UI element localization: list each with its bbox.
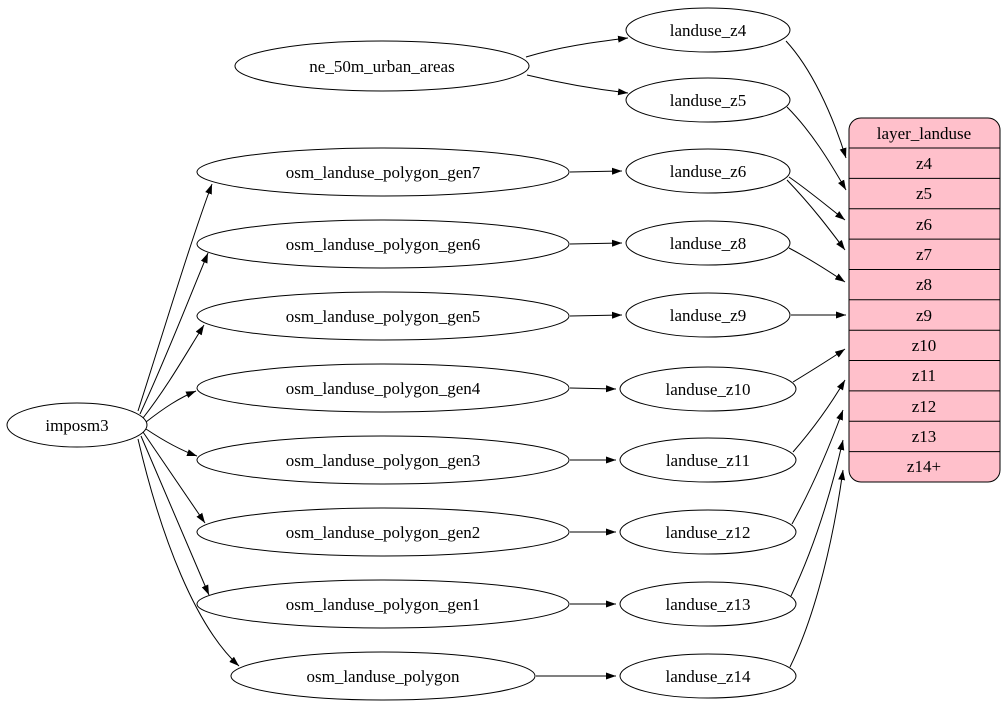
node-ellipse <box>619 509 797 555</box>
edge-imposm3-gen2 <box>142 431 206 524</box>
edge-ne50m-landuse-z5 <box>526 74 629 96</box>
node-osm-landuse-polygon-gen2: osm_landuse_polygon_gen2 <box>196 507 570 557</box>
edge-imposm3-gen6 <box>139 252 209 415</box>
edge-landuse-z6-row-z6 <box>788 176 846 221</box>
node-osm-landuse-polygon-gen6: osm_landuse_polygon_gen6 <box>196 219 570 269</box>
edge-landuse-z13-row-z13 <box>790 439 845 597</box>
node-landuse-z11: landuse_z11 <box>619 437 797 483</box>
node-label: osm_landuse_polygon_gen6 <box>286 235 481 254</box>
table-row-z10: z10 <box>912 336 937 355</box>
edge-gen6-landuse-z8 <box>569 239 623 247</box>
node-landuse-z4: landuse_z4 <box>625 7 791 53</box>
node-ellipse <box>196 147 570 197</box>
node-label: landuse_z11 <box>666 451 750 470</box>
node-landuse-z14: landuse_z14 <box>619 653 797 699</box>
table-row-z9: z9 <box>916 306 932 325</box>
node-ellipse <box>196 507 570 557</box>
node-label: landuse_z10 <box>666 380 751 399</box>
node-label: landuse_z4 <box>670 21 747 40</box>
node-label: landuse_z9 <box>670 306 746 325</box>
edges-layer <box>137 35 847 680</box>
edge-gen4-landuse-z10 <box>569 385 617 393</box>
table-title: layer_landuse <box>877 124 971 143</box>
node-label: landuse_z12 <box>666 523 751 542</box>
node-landuse-z10: landuse_z10 <box>619 366 797 412</box>
node-osm-landuse-polygon-gen1: osm_landuse_polygon_gen1 <box>196 579 570 629</box>
edge-landuse-z5-row-z5 <box>786 106 847 191</box>
table-row-z13: z13 <box>912 427 937 446</box>
edge-landuse-z8-row-z8 <box>788 247 846 283</box>
node-label: landuse_z13 <box>666 595 751 614</box>
node-ne-50m-urban-areas: ne_50m_urban_areas <box>234 40 530 92</box>
node-landuse-z5: landuse_z5 <box>625 77 791 123</box>
table-row-z7: z7 <box>916 245 933 264</box>
table-row-z12: z12 <box>912 397 937 416</box>
node-osm-landuse-polygon-gen7: osm_landuse_polygon_gen7 <box>196 147 570 197</box>
table-row-z14plus: z14+ <box>907 457 941 476</box>
edge-imposm3-gen3 <box>145 428 198 457</box>
node-ellipse <box>230 651 536 701</box>
edge-landuse-z6-row-z7 <box>786 179 846 251</box>
node-osm-landuse-polygon-gen5: osm_landuse_polygon_gen5 <box>196 291 570 341</box>
node-label: landuse_z6 <box>670 162 746 181</box>
edge-imposm3-gen1 <box>140 435 210 596</box>
edge-imposm3-gen4 <box>145 390 197 423</box>
node-ellipse <box>619 581 797 627</box>
node-label: osm_landuse_polygon_gen4 <box>286 379 481 398</box>
edge-ne50m-landuse-z4 <box>525 35 629 58</box>
edge-gen7-landuse-z6 <box>569 167 623 175</box>
node-label: osm_landuse_polygon_gen5 <box>286 307 481 326</box>
node-label: landuse_z5 <box>670 91 746 110</box>
node-imposm3: imposm3 <box>6 402 148 448</box>
node-label: ne_50m_urban_areas <box>309 57 454 76</box>
node-ellipse <box>625 77 791 123</box>
edge-gen5-landuse-z9 <box>569 311 623 319</box>
node-ellipse <box>625 7 791 53</box>
node-label: landuse_z14 <box>666 667 751 686</box>
node-ellipse <box>619 653 797 699</box>
node-landuse-z8: landuse_z8 <box>625 220 791 266</box>
node-osm-landuse-polygon-gen3: osm_landuse_polygon_gen3 <box>196 435 570 485</box>
table-row-z6: z6 <box>916 215 932 234</box>
table-row-z8: z8 <box>916 275 932 294</box>
node-ellipse <box>196 219 570 269</box>
node-label: landuse_z8 <box>670 234 746 253</box>
table-row-z5: z5 <box>916 184 932 203</box>
node-ellipse <box>6 402 148 448</box>
edge-landuse-z14-row-z14plus <box>789 469 846 668</box>
node-landuse-z12: landuse_z12 <box>619 509 797 555</box>
node-ellipse <box>234 40 530 92</box>
node-ellipse <box>619 437 797 483</box>
node-label: osm_landuse_polygon_gen3 <box>286 451 481 470</box>
node-label: imposm3 <box>45 416 108 435</box>
table-row-z4: z4 <box>916 154 933 173</box>
edge-landuse-z12-row-z12 <box>791 409 844 525</box>
node-landuse-z9: landuse_z9 <box>625 292 791 338</box>
edge-imposm3-gen7 <box>137 183 213 412</box>
table-layer-landuse: layer_landuse z4 z5 z6 z7 z8 z9 z10 z11 … <box>848 117 1001 483</box>
node-ellipse <box>625 292 791 338</box>
edge-imposm3-polygon <box>137 438 240 667</box>
edge-landuse-z11-row-z11 <box>792 379 846 453</box>
edge-landuse-z10-row-z10 <box>792 348 846 383</box>
node-label: osm_landuse_polygon_gen7 <box>286 163 481 182</box>
node-ellipse <box>196 579 570 629</box>
node-landuse-z6: landuse_z6 <box>625 148 791 194</box>
node-label: osm_landuse_polygon_gen2 <box>286 523 481 542</box>
node-ellipse <box>625 220 791 266</box>
node-osm-landuse-polygon: osm_landuse_polygon <box>230 651 536 701</box>
node-ellipse <box>196 291 570 341</box>
node-osm-landuse-polygon-gen4: osm_landuse_polygon_gen4 <box>196 363 570 413</box>
edge-landuse-z4-row-z4 <box>785 40 847 159</box>
node-ellipse <box>196 363 570 413</box>
edge-imposm3-gen5 <box>142 324 205 419</box>
node-ellipse <box>619 366 797 412</box>
node-label: osm_landuse_polygon_gen1 <box>286 595 481 614</box>
node-ellipse <box>196 435 570 485</box>
node-landuse-z13: landuse_z13 <box>619 581 797 627</box>
node-ellipse <box>625 148 791 194</box>
table-row-z11: z11 <box>912 366 936 385</box>
node-label: osm_landuse_polygon <box>307 667 460 686</box>
